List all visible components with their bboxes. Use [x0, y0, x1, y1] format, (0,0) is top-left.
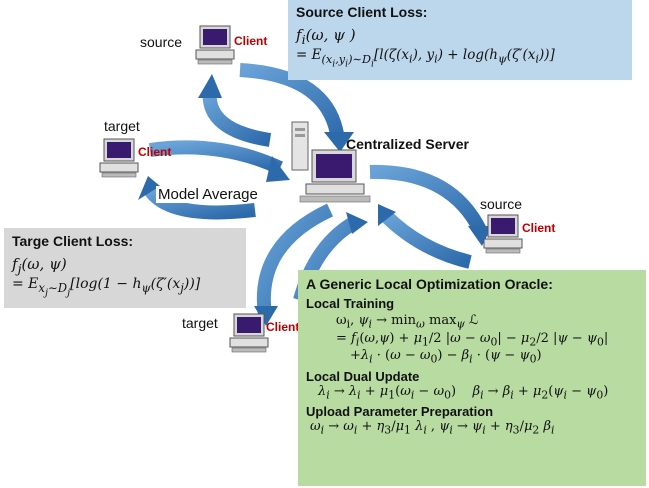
client-label-source-right: Client	[522, 221, 556, 235]
target-loss-title: Targe Client Loss:	[12, 233, 134, 249]
arrow-server-to-target-bottom	[256, 203, 334, 316]
label-source-right: source	[480, 196, 523, 212]
oracle-title: A Generic Local Optimization Oracle:	[306, 276, 553, 292]
source-loss-line1: fi(ω, ψ )	[296, 26, 356, 47]
client-label-source-top: Client	[234, 34, 268, 48]
oracle-section-upload: Upload Parameter Preparation	[306, 404, 494, 420]
target-loss-line2: = Exj∼Dj[log(1 − hψ(ζ′(xj))]	[12, 276, 201, 299]
oracle-train-line1: ωi, ψi → minω maxψ ℒ	[336, 313, 479, 331]
oracle-box: A Generic Local Optimization Oracle: Loc…	[298, 270, 646, 486]
client-label-target-left: Client	[138, 145, 172, 159]
label-source-top: source	[140, 34, 183, 50]
oracle-train-line2: = fi(ω,ψ) + μ1/2 |ω − ω0| − μ2/2 |ψ − ψ0…	[336, 330, 609, 349]
source-loss-title: Source Client Loss:	[296, 4, 428, 20]
oracle-dual-line: λi → λi + μ1(ωi − ω0) βi → βi + μ2(ψi − …	[318, 383, 609, 402]
target-loss-line1: fj(ω, ψ)	[12, 255, 67, 276]
label-target-left: target	[104, 118, 140, 134]
oracle-upload-line: ωi → ωi + η3/μ1 λi , ψi → ψi + η3/μ2 βi	[310, 419, 555, 437]
client-label-target-bottom: Client	[266, 320, 300, 334]
server-label: Centralized Server	[346, 136, 469, 152]
computer-icon-target-bottom	[229, 313, 269, 353]
source-loss-line2: = E(xi,yi)∼Di[l(ζ(xi), yi) + log(hψ(ζ′(x…	[296, 47, 555, 69]
label-target-bottom: target	[182, 315, 218, 331]
computer-icon-source-right	[483, 214, 523, 254]
server-icon	[291, 121, 371, 203]
computer-icon-source-top	[195, 25, 235, 65]
arrow-server-to-source-right	[369, 164, 487, 234]
source-loss-box: Source Client Loss: fi(ω, ψ ) = E(xi,yi)…	[288, 0, 632, 80]
oracle-section-local-training: Local Training	[306, 296, 395, 311]
target-loss-box: Targe Client Loss: fj(ω, ψ) = Exj∼Dj[log…	[4, 228, 246, 308]
arrow-server-to-target	[144, 185, 256, 220]
computer-icon-target-left	[99, 138, 139, 178]
model-average-label: Model Average	[156, 186, 260, 203]
oracle-train-line3: +λi · (ω − ω0) − βi · (ψ − ψ0)	[350, 348, 542, 366]
arrow-target-to-server	[149, 140, 283, 175]
arrow-source-to-server	[239, 63, 345, 142]
oracle-section-dual-update: Local Dual Update	[306, 368, 420, 384]
arrow-source-right-to-server	[380, 209, 472, 269]
